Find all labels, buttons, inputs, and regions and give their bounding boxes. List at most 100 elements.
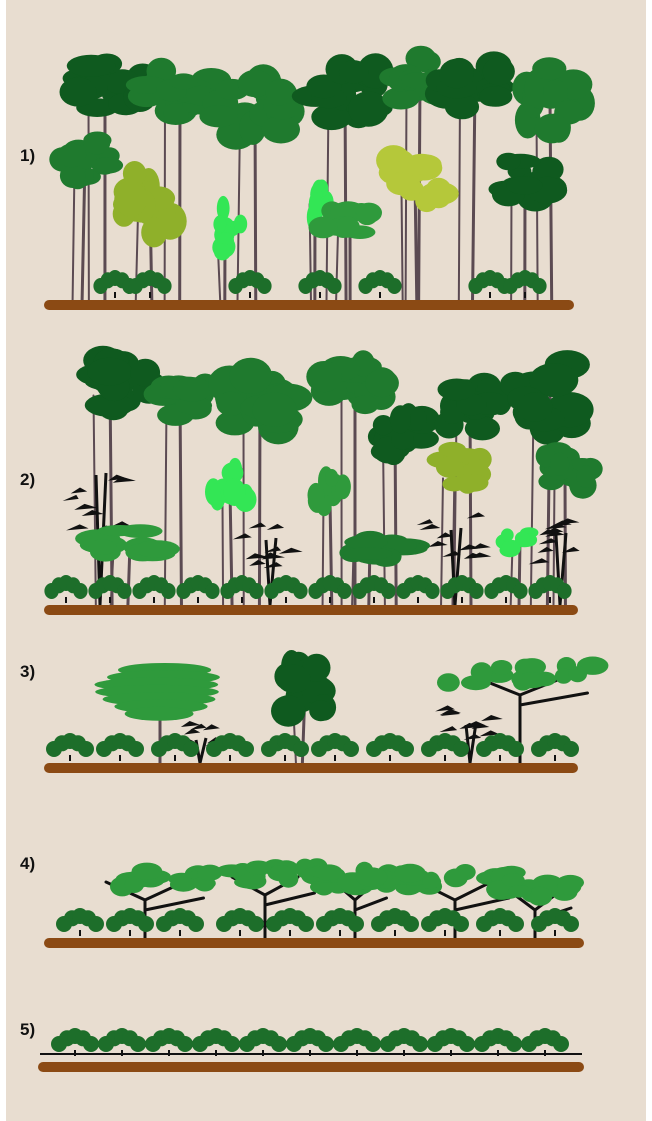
shrub-lobe: [469, 583, 483, 599]
shrub-lobe: [188, 916, 204, 932]
crown-lobe: [262, 116, 300, 144]
crown-lobe: [87, 358, 132, 386]
shrub-lobe: [205, 583, 219, 599]
crown-lobe: [135, 540, 180, 558]
shrub-lobe: [293, 741, 309, 757]
shrub-lobe: [88, 916, 104, 932]
crown-lobe: [465, 417, 500, 441]
crown-lobe: [252, 393, 296, 427]
crown-lobe: [60, 77, 97, 106]
umbrella-crown-lobe: [423, 872, 440, 889]
shrub-lobe: [298, 916, 314, 932]
shrub-lobe: [453, 741, 469, 757]
shrub-lobe: [249, 583, 263, 599]
umbrella-crown-lobe: [518, 672, 547, 688]
shrub-lobe: [128, 741, 144, 757]
shrub-lobe: [73, 583, 87, 599]
shrub-lobe: [337, 583, 351, 599]
shrub-lobe: [398, 741, 414, 757]
shrub-lobe: [248, 916, 264, 932]
umbrella-crown-lobe: [568, 666, 587, 682]
umbrella-crown-lobe: [471, 662, 493, 682]
crown-lobe: [216, 392, 245, 416]
crown-lobe: [309, 700, 332, 721]
crown-lobe: [438, 379, 476, 401]
shrub-lobe: [387, 278, 401, 294]
ground-strip: [44, 938, 584, 948]
shrub-lobe: [506, 1036, 522, 1052]
shrub-lobe: [327, 278, 341, 294]
shrub-lobe: [425, 583, 439, 599]
crown-lobe: [479, 86, 512, 107]
shrub-lobe: [257, 278, 271, 294]
stratum-label-2: 2): [20, 470, 35, 490]
crown-lobe: [57, 143, 86, 167]
crown-lobe: [352, 395, 379, 414]
shrub-lobe: [459, 1036, 475, 1052]
umbrella-crown-lobe: [444, 869, 468, 888]
umbrella-crown-lobe: [245, 861, 271, 875]
crown-lobe: [169, 73, 197, 89]
shrub-lobe: [532, 278, 546, 294]
crown-lobe: [506, 176, 543, 194]
umbrella-crown-lobe: [528, 887, 553, 906]
shrub-lobe: [563, 916, 579, 932]
tree-trunk: [180, 395, 181, 605]
crown-lobe: [336, 217, 360, 238]
shrub-lobe: [183, 741, 199, 757]
crown-lobe: [543, 80, 568, 103]
stratum-label-4: 4): [20, 854, 35, 874]
crown-lobe: [224, 478, 246, 506]
umbrella-crown-lobe: [132, 863, 163, 880]
shrub-lobe: [293, 583, 307, 599]
shrub-lobe: [157, 278, 171, 294]
crown-tier: [125, 707, 194, 721]
ground-strip: [38, 1062, 584, 1072]
crown-lobe: [271, 695, 306, 726]
shrub-lobe: [412, 1036, 428, 1052]
shrub-lobe: [453, 916, 469, 932]
umbrella-crown-lobe: [395, 864, 426, 883]
shrub-lobe: [224, 1036, 240, 1052]
shrub-lobe: [508, 916, 524, 932]
stratum-label-3: 3): [20, 662, 35, 682]
crown-lobe: [141, 218, 167, 248]
crown-lobe: [213, 215, 226, 233]
shrub-lobe: [553, 1036, 569, 1052]
shrub-lobe: [318, 1036, 334, 1052]
tree-trunk: [459, 96, 460, 301]
umbrella-crown-lobe: [356, 867, 388, 887]
shrub-lobe: [161, 583, 175, 599]
crown-lobe: [344, 535, 387, 549]
crown-lobe: [365, 369, 399, 397]
shrub-lobe: [513, 583, 527, 599]
shrub-lobe: [403, 916, 419, 932]
crown-lobe: [266, 80, 292, 106]
crown-lobe: [214, 243, 231, 260]
crown-lobe: [83, 132, 110, 154]
crown-lobe: [550, 453, 569, 476]
crown-lobe: [339, 60, 368, 83]
shrub-lobe: [563, 741, 579, 757]
crown-lobe: [390, 405, 411, 433]
crown-lobe: [501, 528, 514, 541]
umbrella-crown-lobe: [268, 865, 295, 881]
crown-lobe: [308, 483, 325, 508]
stratum-label-5: 5): [20, 1020, 35, 1040]
crown-lobe: [535, 114, 569, 144]
crown-lobe: [325, 469, 338, 487]
umbrella-crown-lobe: [170, 877, 197, 892]
crown-lobe: [408, 154, 442, 175]
crown-lobe: [445, 95, 479, 120]
crown-lobe: [309, 192, 321, 215]
crown-lobe: [277, 665, 311, 693]
crown-lobe: [306, 361, 342, 392]
stratum-label-1: 1): [20, 146, 35, 166]
shrub-lobe: [557, 583, 571, 599]
ground-strip: [44, 763, 578, 773]
ground-strip: [44, 605, 578, 615]
crown-lobe: [67, 55, 116, 77]
crown-lobe: [229, 358, 272, 394]
tree-trunk: [402, 191, 403, 301]
shrub-lobe: [130, 1036, 146, 1052]
